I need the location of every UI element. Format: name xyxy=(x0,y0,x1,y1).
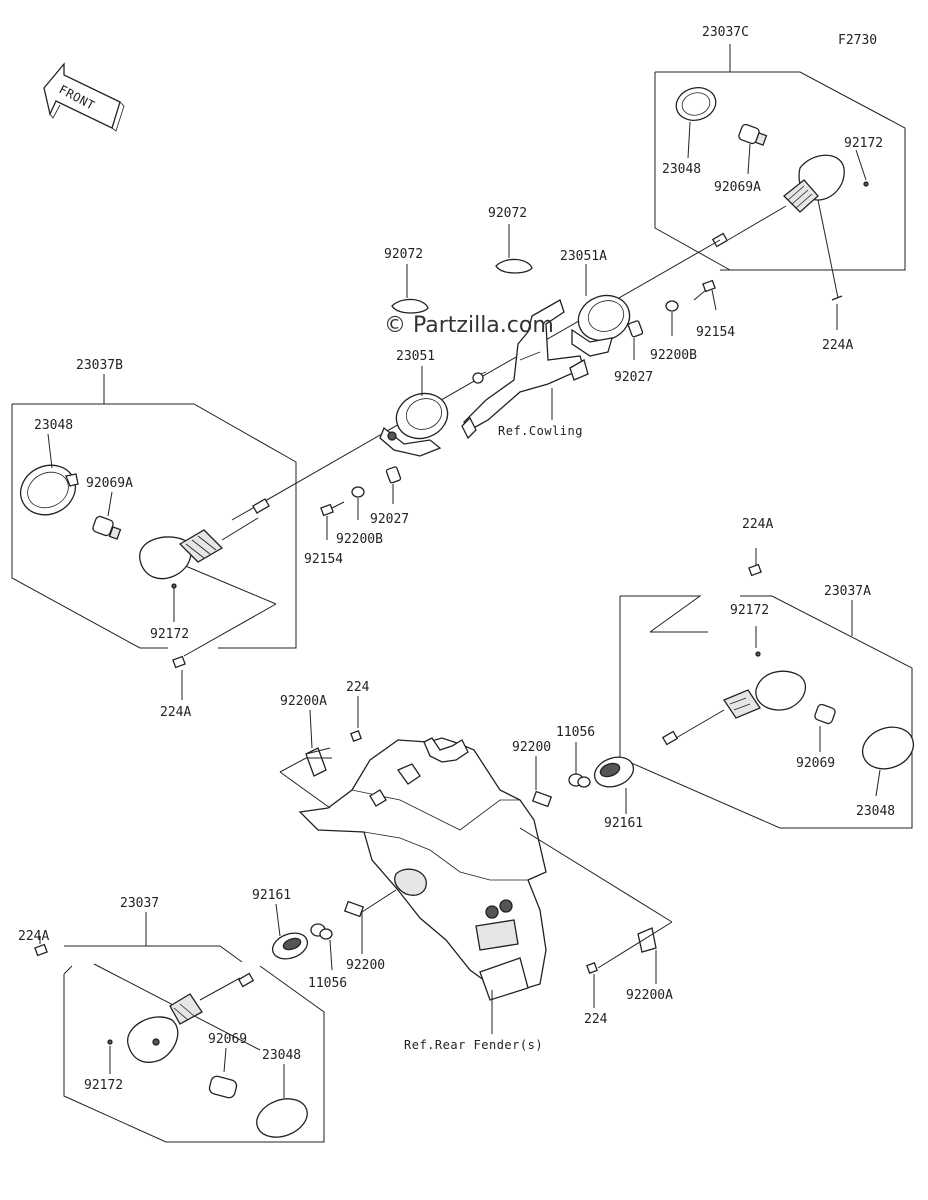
cowling-bracket xyxy=(461,299,589,440)
label-92069-d: 92069 xyxy=(208,1032,247,1047)
label-23048-c: 23048 xyxy=(662,162,701,177)
lens-23048-a xyxy=(861,726,915,770)
label-92172-a: 92172 xyxy=(730,603,769,618)
grommet-92161-r xyxy=(593,756,635,788)
label-92172-c: 92172 xyxy=(844,136,883,151)
cable-tie-92072-a xyxy=(391,264,429,314)
spacer-92027-r xyxy=(627,320,644,338)
label-11056-l: 11056 xyxy=(308,976,347,991)
washer-92200b-r xyxy=(665,300,679,312)
label-23037a: 23037A xyxy=(824,584,871,599)
screw-224-r xyxy=(586,962,598,974)
label-23048-d: 23048 xyxy=(262,1048,301,1063)
label-92072-b: 92072 xyxy=(488,206,527,221)
label-224a-b: 224A xyxy=(160,705,191,720)
washer-92200b-l xyxy=(351,486,365,498)
label-92200-l: 92200 xyxy=(346,958,385,973)
label-23051: 23051 xyxy=(396,349,435,364)
label-92027-l: 92027 xyxy=(370,512,409,527)
label-92154-l: 92154 xyxy=(304,552,343,567)
label-23051a: 23051A xyxy=(560,249,607,264)
screw-224a-a xyxy=(748,563,762,577)
label-23048-a: 23048 xyxy=(856,804,895,819)
lens-ring-23048-c xyxy=(675,87,717,121)
bushing-11056-l xyxy=(310,923,333,940)
label-ref-cowling: Ref.Cowling xyxy=(498,424,583,438)
bulb-92069-a xyxy=(814,703,836,725)
collar-23051a xyxy=(571,294,631,357)
front-arrow-icon: FRONT xyxy=(43,62,125,132)
label-92172-b: 92172 xyxy=(150,627,189,642)
bracket-92200a-r xyxy=(637,927,657,953)
label-92200-r: 92200 xyxy=(512,740,551,755)
label-23037c: 23037C xyxy=(702,25,749,40)
label-224a-a: 224A xyxy=(742,517,773,532)
bolt-92154-r xyxy=(693,279,716,301)
label-224-r: 224 xyxy=(584,1012,608,1027)
spacer-92027-l xyxy=(385,466,402,484)
clip-92200-r xyxy=(531,790,553,808)
label-92069a-b: 92069A xyxy=(86,476,133,491)
rear-fender xyxy=(298,737,547,1001)
label-23037b: 23037B xyxy=(76,358,123,373)
label-92154-r: 92154 xyxy=(696,325,735,340)
lens-23048-b xyxy=(20,464,76,516)
bulb-92069-d xyxy=(208,1075,238,1099)
label-92200b-r: 92200B xyxy=(650,348,697,363)
grommet-92161-l xyxy=(271,932,309,960)
label-92161-r: 92161 xyxy=(604,816,643,831)
screw-224a-d xyxy=(34,943,48,957)
label-224a-c: 224A xyxy=(822,338,853,353)
cable-tie-92072-b xyxy=(495,224,533,274)
assembly-23037a xyxy=(531,548,915,829)
label-ref-rear-fender: Ref.Rear Fender(s) xyxy=(404,1038,543,1052)
label-92069-a: 92069 xyxy=(796,756,835,771)
figure-code: F2730 xyxy=(838,33,877,48)
bracket-92200a-l xyxy=(305,747,331,777)
collar-23051 xyxy=(379,392,449,457)
label-23037: 23037 xyxy=(120,896,159,911)
label-224a-d: 224A xyxy=(18,929,49,944)
screw-224a-b xyxy=(172,655,186,669)
label-92200b-l: 92200B xyxy=(336,532,383,547)
screw-224-l xyxy=(350,730,362,742)
label-92200a-l: 92200A xyxy=(280,694,327,709)
assembly-23037b xyxy=(11,374,297,700)
assembly-23037 xyxy=(34,903,333,1143)
turn-signal-housing-c xyxy=(711,154,845,248)
turn-signal-housing-d xyxy=(127,972,255,1063)
label-23048-b: 23048 xyxy=(34,418,73,433)
label-11056-r: 11056 xyxy=(556,725,595,740)
label-224-l: 224 xyxy=(346,680,370,695)
turn-signal-housing-b xyxy=(139,498,270,580)
clip-92200-l xyxy=(343,900,365,918)
watermark: © Partzilla.com xyxy=(384,313,554,338)
turn-signal-housing-a xyxy=(661,670,807,746)
bulb-92069a-c xyxy=(738,123,768,146)
label-92069a-c: 92069A xyxy=(714,180,761,195)
label-92072-a: 92072 xyxy=(384,247,423,262)
bushing-11056-r xyxy=(568,773,591,788)
label-92027-r: 92027 xyxy=(614,370,653,385)
label-92161-l: 92161 xyxy=(252,888,291,903)
bolt-92154-l xyxy=(320,501,345,517)
assembly-23037c xyxy=(654,44,906,330)
label-92200a-r: 92200A xyxy=(626,988,673,1003)
label-92172-d: 92172 xyxy=(84,1078,123,1093)
lens-23048-d xyxy=(256,1098,308,1138)
bulb-92069a-b xyxy=(92,515,122,540)
